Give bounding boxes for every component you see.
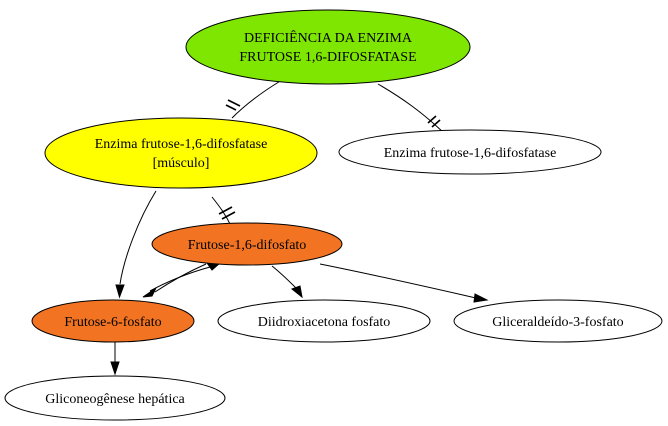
- node-frutose6-label: Frutose-6-fosfato: [64, 315, 161, 330]
- node-gliconeogenese: Gliconeogênese hepática: [4, 375, 226, 421]
- inhibition-mark: [218, 206, 236, 220]
- node-diidroxi-label: Diidroxiacetona fosfato: [258, 315, 391, 330]
- node-gliconeogenese-shape: [4, 375, 226, 421]
- node-enzima-label: Enzima frutose-1,6-difosfatase: [384, 146, 557, 161]
- arrowhead: [142, 287, 157, 298]
- inhibition-mark: [225, 99, 241, 111]
- edge-frutose16-to-diidroxi: [271, 265, 297, 289]
- node-deficiencia-line2: FRUTOSE 1,6-DIFOSFATASE: [239, 50, 416, 65]
- node-enzima-musculo-line2: [músculo]: [153, 156, 210, 171]
- edge-frutose16-to-gliceraldeido: [319, 263, 477, 299]
- inhibition-mark: [427, 115, 441, 128]
- node-frutose16-label: Frutose-1,6-difosfato: [188, 238, 307, 253]
- node-diidroxi: Diidroxiacetona fosfato: [217, 299, 431, 343]
- node-diidroxi-shape: [217, 299, 431, 343]
- edge-frutose6-to-frutose16: [149, 266, 211, 292]
- node-enzima: Enzima frutose-1,6-difosfatase: [338, 129, 602, 175]
- node-deficiencia: DEFICIÊNCIA DA ENZIMA FRUTOSE 1,6-DIFOSF…: [185, 9, 471, 85]
- arrowhead: [291, 285, 303, 299]
- node-gliconeogenese-label: Gliconeogênese hepática: [45, 392, 185, 407]
- edge-frutose16-to-frutose6: [154, 263, 207, 293]
- node-deficiencia-shape: [185, 9, 471, 85]
- node-enzima-shape: [338, 129, 602, 175]
- node-enzima-musculo-shape: [44, 117, 318, 189]
- node-frutose6-shape: [31, 299, 195, 343]
- node-frutose16-shape: [151, 222, 343, 266]
- node-enzima-musculo-line1: Enzima frutose-1,6-difosfatase: [95, 137, 268, 152]
- edge-enzima-musculo-to-frutose6: [119, 190, 157, 285]
- node-frutose16: Frutose-1,6-difosfato: [151, 222, 343, 266]
- edges: [110, 79, 489, 376]
- node-deficiencia-line1: DEFICIÊNCIA DA ENZIMA: [244, 29, 413, 46]
- node-gliceraldeido-shape: [453, 299, 663, 343]
- node-enzima-musculo: Enzima frutose-1,6-difosfatase [músculo]: [44, 117, 318, 189]
- edge-deficiencia-to-enzima-musculo: [231, 79, 283, 119]
- arrowhead: [115, 284, 125, 299]
- node-gliceraldeido-label: Gliceraldeído-3-fosfato: [492, 315, 623, 330]
- arrowhead: [110, 361, 120, 376]
- edge-deficiencia-to-enzima: [377, 83, 446, 135]
- node-frutose6: Frutose-6-fosfato: [31, 299, 195, 343]
- arrowhead: [473, 293, 489, 303]
- node-gliceraldeido: Gliceraldeído-3-fosfato: [453, 299, 663, 343]
